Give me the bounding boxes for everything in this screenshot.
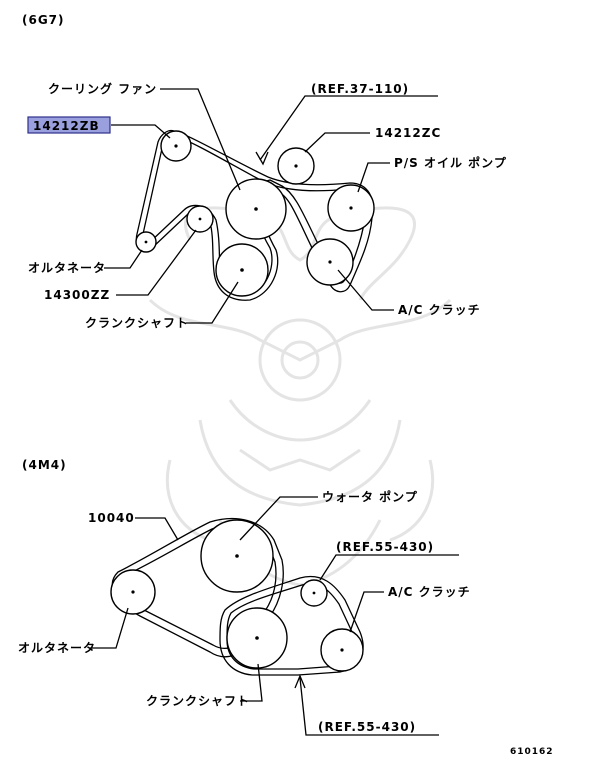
pulley-water-pump-4m4 <box>200 519 274 593</box>
leader-cooling-fan <box>160 88 241 191</box>
pulley-14212zc-6g7 <box>277 147 315 185</box>
leader-14212zb <box>111 124 171 139</box>
heading-6g7: (6G7) <box>22 13 65 27</box>
ref-arrow-4m4 <box>294 674 306 689</box>
pulley-crankshaft-6g7 <box>215 243 269 297</box>
ref-arrow-6g7 <box>255 151 269 166</box>
label-ps-oil-pump: P/S オイル ポンプ <box>394 155 507 170</box>
leader-alternator-4m4 <box>90 607 129 649</box>
leader-crankshaft-6g7 <box>186 281 239 324</box>
leader-ps-oil-pump <box>357 162 390 193</box>
label-ac-clutch-4m4: A/C クラッチ <box>388 585 471 599</box>
leader-crankshaft-4m4 <box>240 663 263 702</box>
label-crankshaft-6g7: クランクシャフト <box>85 316 189 330</box>
pulley-alternator-4m4 <box>110 569 156 615</box>
belt-4m4-outer <box>111 518 284 658</box>
pulley-crankshaft-4m4 <box>226 607 288 669</box>
label-10040[interactable]: 10040 <box>88 511 135 525</box>
pulley-14212zb-6g7 <box>160 130 192 162</box>
leader-alternator-6g7 <box>104 249 143 269</box>
leader-ref-55-430-top <box>319 554 459 581</box>
label-ref-55-430-bottom[interactable]: (REF.55-430) <box>318 720 416 734</box>
label-ac-clutch-6g7: A/C クラッチ <box>398 303 481 317</box>
label-cooling-fan: クーリング ファン <box>48 81 157 96</box>
heading-4m4: (4M4) <box>22 458 67 472</box>
pulley-ps-oil-pump-6g7 <box>327 184 375 232</box>
watermark-emblem <box>148 206 452 587</box>
leader-14212zc <box>304 132 370 153</box>
label-14300zz[interactable]: 14300ZZ <box>44 288 110 302</box>
label-water-pump: ウォータ ポンプ <box>322 489 418 504</box>
label-crankshaft-4m4: クランクシャフト <box>146 694 250 708</box>
label-14212zc[interactable]: 14212ZC <box>375 126 441 140</box>
label-ref-37-110[interactable]: (REF.37-110) <box>311 82 409 96</box>
pulley-alternator-6g7 <box>135 231 157 253</box>
pulley-idler-4m4 <box>300 579 328 607</box>
label-14212zb[interactable]: 14212ZB <box>33 119 100 133</box>
pulley-14300zz-6g7 <box>186 205 214 233</box>
pulley-ac-clutch-4m4 <box>320 628 364 672</box>
pulley-cooling-fan-6g7 <box>225 178 287 240</box>
label-alternator-6g7: オルタネータ <box>28 261 106 275</box>
leader-10040 <box>135 517 179 541</box>
leader-ac-clutch-4m4 <box>349 591 384 633</box>
leader-ref-37-110 <box>259 95 438 161</box>
pulley-ac-clutch-6g7 <box>306 238 354 286</box>
label-ref-55-430-top[interactable]: (REF.55-430) <box>336 540 434 554</box>
leader-14300zz <box>116 229 197 296</box>
leader-water-pump <box>239 496 318 541</box>
highlight-14212zb[interactable] <box>27 116 111 134</box>
label-alternator-4m4: オルタネータ <box>18 641 96 655</box>
figure-id: 610162 <box>510 747 554 757</box>
leader-ac-clutch-6g7 <box>337 269 394 311</box>
leader-ref-55-430-bottom <box>299 677 439 736</box>
